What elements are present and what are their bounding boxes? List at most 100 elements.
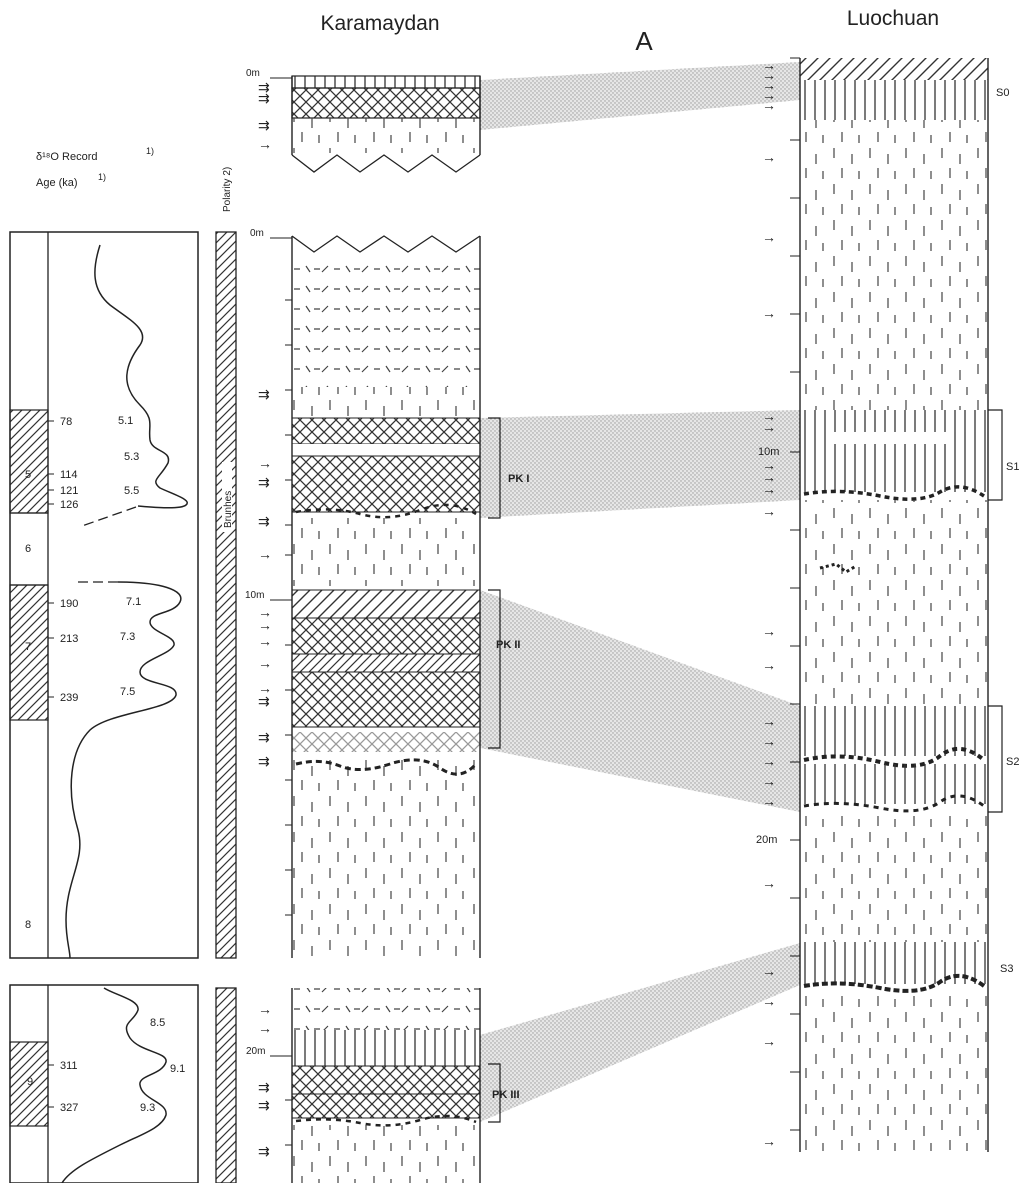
svg-text:⇉: ⇉: [258, 79, 270, 95]
age-311: 311: [60, 1060, 78, 1072]
substage-5-1: 5.1: [118, 415, 133, 427]
paleosol-pk1-label: PK I: [508, 473, 529, 485]
age-213: 213: [60, 633, 78, 645]
polarity-label: Polarity2): [222, 167, 233, 212]
svg-text:⇉: ⇉: [258, 693, 270, 709]
svg-text:→: →: [258, 680, 272, 696]
isotope-curve-upper: [94, 244, 188, 509]
luochuan-depth-10m: 10m: [758, 446, 779, 458]
age-114: 114: [60, 469, 78, 481]
polarity-bar-upper: [215, 231, 237, 959]
karamaydan-title: Karamaydan: [320, 12, 439, 35]
stage-5-band: [9, 409, 49, 514]
soil-s3-label: S3: [1000, 963, 1013, 975]
stage-9-band: [9, 1041, 49, 1127]
panel-label: A: [635, 26, 653, 56]
isotope-curve-lower: [61, 987, 167, 1183]
svg-text:→: →: [258, 136, 272, 152]
svg-text:→: →: [258, 546, 272, 562]
paleosol-pk2-label: PK II: [496, 639, 520, 651]
svg-text:→: →: [258, 604, 272, 620]
svg-text:→: →: [762, 713, 776, 729]
svg-text:⇉: ⇉: [258, 1097, 270, 1113]
soil-s2-label: S2: [1006, 756, 1019, 768]
age-239: 239: [60, 692, 78, 704]
svg-text:→: →: [762, 1133, 776, 1149]
svg-text:→: →: [762, 963, 776, 979]
substage-5-5: 5.5: [124, 485, 139, 497]
substage-8-5: 8.5: [150, 1017, 165, 1029]
svg-text:⇉: ⇉: [258, 513, 270, 529]
svg-text:→: →: [762, 408, 776, 424]
substage-9-3: 9.3: [140, 1102, 155, 1114]
svg-text:⇉: ⇉: [258, 753, 270, 769]
svg-text:→: →: [258, 1020, 272, 1036]
svg-text:→: →: [762, 229, 776, 245]
svg-text:→: →: [258, 617, 272, 633]
stage-5-label: 5: [25, 469, 31, 481]
karamaydan-depth-0m: 0m: [250, 228, 264, 239]
substage-7-5: 7.5: [120, 686, 135, 698]
svg-text:⇉: ⇉: [258, 386, 270, 402]
svg-text:→: →: [762, 623, 776, 639]
svg-text:→: →: [762, 503, 776, 519]
isotope-curve-middle: [65, 581, 182, 959]
age-327: 327: [60, 1102, 78, 1114]
age-label: Age (ka): [36, 177, 78, 189]
svg-text:→: →: [762, 875, 776, 891]
svg-text:→: →: [762, 77, 776, 93]
stage-8-label: 8: [25, 919, 31, 931]
luochuan-section: 10m 20m →→→ →→→ →→→ →→→ →→→ →→→ →→→ →→→ …: [756, 57, 1019, 1152]
svg-text:⇉: ⇉: [258, 1143, 270, 1159]
oxygen-isotope-panel: δ¹⁸O Record 1) Age (ka) 1) 5 6 7 8 9: [9, 146, 199, 1183]
svg-text:→: →: [762, 87, 776, 103]
record-footnote: 1): [146, 146, 154, 156]
correlation-bands: [480, 62, 800, 1122]
polarity-bar-lower: [215, 987, 237, 1183]
soil-s1-label: S1: [1006, 461, 1019, 473]
correlation-band-s1: [480, 410, 800, 518]
age-126: 126: [60, 499, 78, 511]
svg-text:→: →: [258, 655, 272, 671]
brunhes-label: Brunhes: [223, 491, 234, 528]
stage-6-label: 6: [25, 543, 31, 555]
luochuan-title: Luochuan: [847, 7, 939, 30]
svg-text:→: →: [762, 419, 776, 435]
svg-text:⇉: ⇉: [258, 1079, 270, 1095]
correlation-band-s3: [480, 943, 800, 1122]
svg-text:→: →: [762, 149, 776, 165]
stage-7-label: 7: [25, 641, 31, 653]
luochuan-depth-20m: 20m: [756, 834, 777, 846]
svg-text:⇉: ⇉: [258, 729, 270, 745]
stage-9-label: 9: [27, 1076, 33, 1088]
age-footnote: 1): [98, 172, 106, 182]
svg-text:→: →: [762, 773, 776, 789]
substage-9-1: 9.1: [170, 1063, 185, 1075]
age-78: 78: [60, 416, 72, 428]
paleosol-pk3-label: PK III: [492, 1089, 520, 1101]
svg-text:→: →: [762, 305, 776, 321]
svg-text:→: →: [762, 657, 776, 673]
svg-text:→: →: [762, 793, 776, 809]
svg-text:→: →: [762, 753, 776, 769]
svg-text:→: →: [762, 97, 776, 113]
svg-text:⇉: ⇉: [258, 474, 270, 490]
record-label: δ¹⁸O Record: [36, 151, 98, 163]
karamaydan-section: 0m 0m 10m: [245, 68, 529, 1183]
karamaydan-depth-0m-top: 0m: [246, 68, 260, 79]
stage-7-band: [9, 584, 49, 721]
svg-text:→: →: [258, 455, 272, 471]
age-121: 121: [60, 485, 78, 497]
isotope-curve-link: [81, 506, 137, 527]
karamaydan-depth-10m: 10m: [245, 590, 264, 601]
svg-text:→: →: [762, 733, 776, 749]
svg-text:→: →: [762, 993, 776, 1009]
svg-text:→: →: [762, 481, 776, 497]
karamaydan-depth-20m: 20m: [246, 1046, 265, 1057]
age-190: 190: [60, 598, 78, 610]
substage-7-1: 7.1: [126, 596, 141, 608]
svg-text:→: →: [762, 469, 776, 485]
svg-text:→: →: [258, 633, 272, 649]
svg-text:→: →: [762, 457, 776, 473]
